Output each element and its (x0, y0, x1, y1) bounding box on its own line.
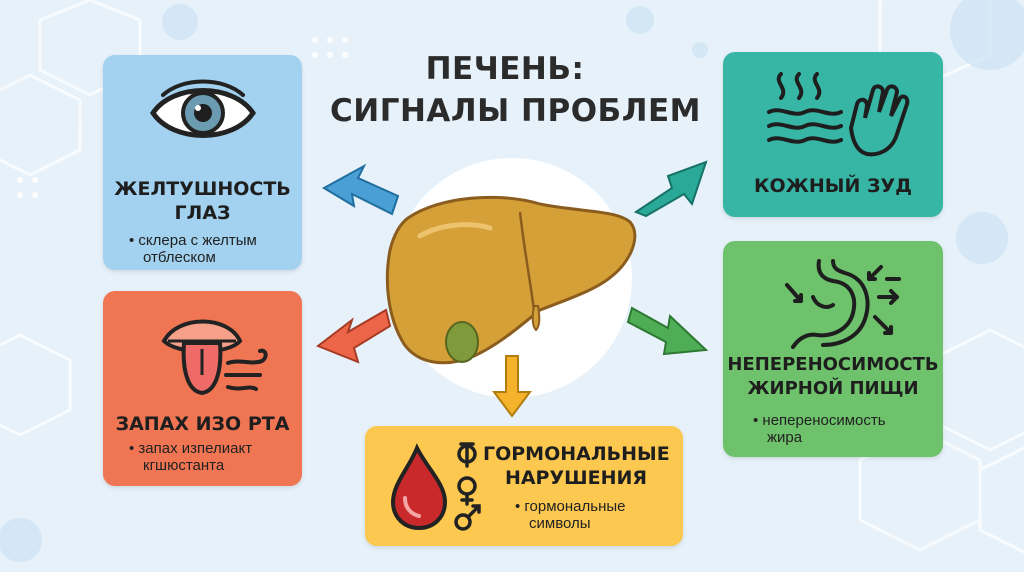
title-line-1: ПЕЧЕНЬ: (425, 51, 585, 87)
arrow-to-skin-card (633, 160, 708, 218)
eye-card-title: ЖЕЛТУШНОСТЬ ГЛАЗ (114, 178, 291, 224)
fat-card-bullet: • непереносимость жира (753, 412, 886, 446)
hormonal-disorders-card: ГОРМОНАЛЬНЫЕ НАРУШЕНИЯ • гормональные си… (365, 426, 683, 546)
mouth-card-title: ЗАПАХ ИЗО РТА (115, 413, 290, 435)
title-line-2: СИГНАЛЫ ПРОБЛЕМ (330, 93, 701, 129)
eye-icon (149, 79, 257, 138)
bad-breath-card: ЗАПАХ ИЗО РТА • запах изпелиакт кгшюстан… (103, 291, 302, 486)
mouth-card-bullet: • запах изпелиакт кгшюстанта (129, 440, 253, 474)
blood-drop-gender-symbols-icon (390, 442, 481, 531)
arrow-to-eye-card (321, 163, 400, 216)
liver-icon (385, 195, 637, 365)
eye-jaundice-card: ЖЕЛТУШНОСТЬ ГЛАЗ • склера с желтым отбле… (103, 55, 302, 270)
skin-card-title: КОЖНЫЙ ЗУД (753, 175, 913, 197)
fat-intolerance-card: НЕПЕРЕНОСИМОСТЬ ЖИРНОЙ ПИЩИ • непереноси… (723, 241, 943, 457)
hormones-card-title: ГОРМОНАЛЬНЫЕ НАРУШЕНИЯ (483, 443, 670, 489)
eye-card-bullet: • склера с желтым отблеском (129, 232, 257, 266)
arrow-to-fat-card (626, 306, 709, 356)
hormones-card-bullet: • гормональные символы (515, 498, 626, 532)
fat-card-title: НЕПЕРЕНОСИМОСТЬ ЖИРНОЙ ПИЩИ (727, 354, 939, 399)
skin-itch-card: КОЖНЫЙ ЗУД (723, 52, 943, 217)
itch-hand-icon (767, 72, 910, 157)
stomach-icon (785, 259, 901, 349)
arrow-to-hormones-card (492, 355, 532, 418)
arrow-to-mouth-card (315, 308, 392, 364)
page-title: ПЕЧЕНЬ: СИГНАЛЫ ПРОБЛЕМ (330, 48, 701, 132)
mouth-tongue-icon (161, 319, 268, 396)
